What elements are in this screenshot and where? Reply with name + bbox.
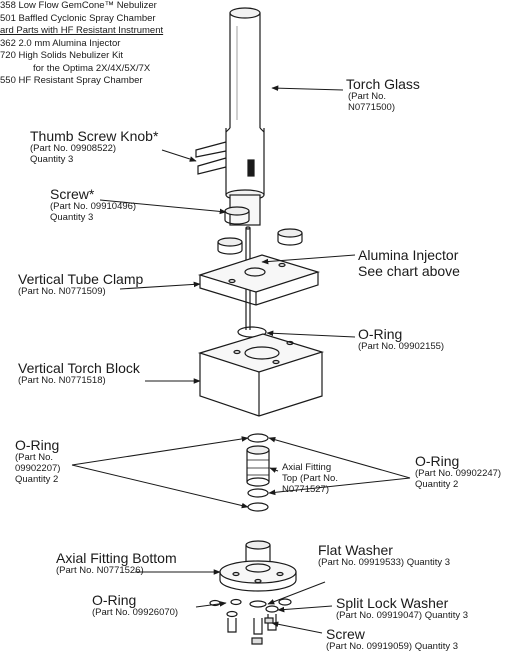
callout-part: (Part No. N0771526): [56, 565, 144, 577]
header-line: 501 Baffled Cyclonic Spray Chamber: [0, 12, 156, 24]
callout-part: (Part No. 09926070): [92, 607, 179, 619]
knobs-on-clamp: [217, 228, 303, 255]
vertical-tube-clamp-callout: Vertical Tube Clamp (Part No. N0771509): [18, 271, 143, 298]
callout-title: Vertical Tube Clamp: [18, 271, 144, 287]
thumb-screw-knob-callout: Thumb Screw Knob* (Part No. 09908522) Qu…: [30, 128, 158, 166]
oring-left-callout: O-Ring (Part No. 09902207) Quantity 2: [15, 437, 60, 486]
callout-title: O-Ring: [15, 437, 60, 453]
callout-part: (Part No. 09910496): [50, 201, 137, 213]
header-line: ard Parts with HF Resistant Instrument: [0, 25, 164, 36]
oring-bottom-callout: O-Ring (Part No. 09926070): [92, 592, 178, 619]
oring-upper-callout: O-Ring (Part No. 09902155): [358, 326, 444, 353]
callout-part: N0771500): [348, 102, 396, 114]
callout-title: O-Ring: [92, 592, 137, 608]
screw-bottom-callout: Screw (Part No. 09919059) Quantity 3: [326, 626, 458, 653]
vertical-torch-block-callout: Vertical Torch Block (Part No. N0771518): [18, 360, 140, 387]
callout-qty: Quantity 2: [15, 473, 59, 485]
callout-qty: Quantity 2: [415, 479, 459, 491]
callout-part: 09902207): [15, 463, 61, 475]
alumina-injector-callout: Alumina Injector See chart above: [358, 247, 460, 279]
oring-2-shape: [247, 488, 269, 498]
callout-title: O-Ring: [415, 453, 460, 469]
callout-part: (Part No. N0771518): [18, 375, 106, 387]
callout-title: Flat Washer: [318, 542, 393, 558]
callout-part: (Part No. N0771509): [18, 286, 106, 298]
callout-qty: Quantity 3: [50, 212, 94, 224]
oring-1-shape: [247, 433, 269, 443]
callout-title: Screw: [326, 626, 365, 642]
header-line: 362 2.0 mm Alumina Injector: [0, 37, 121, 49]
torch-glass-callout: Torch Glass (Part No. N0771500): [346, 76, 420, 114]
callout-part: (Part No. 09902247): [415, 468, 502, 480]
split-lock-washer-callout: Split Lock Washer (Part No. 09919047) Qu…: [336, 595, 468, 622]
callout-title: Axial Fitting Bottom: [56, 550, 177, 566]
callout-title: Alumina Injector: [358, 247, 459, 263]
callout-title: Screw*: [50, 186, 95, 202]
callout-part: (Part No.: [15, 452, 54, 464]
oring-right-callout: O-Ring (Part No. 09902247) Quantity 2: [415, 453, 501, 491]
callout-part: (Part No. 09919059) Quantity 3: [326, 641, 459, 653]
callout-part: (Part No. 09902155): [358, 341, 445, 353]
callout-part: (Part No. 09919533) Quantity 3: [318, 557, 451, 569]
callout-part: (Part No.: [348, 91, 387, 103]
callout-title: Thumb Screw Knob*: [30, 128, 159, 144]
axial-fitting-top-callout: Axial Fitting Top (Part No. N0771527): [282, 462, 338, 496]
callout-title: Torch Glass: [346, 76, 420, 92]
leader-lines: [71, 85, 411, 634]
header-line: for the Optima 2X/4X/5X/7X: [33, 62, 151, 74]
header-line: 720 High Solids Nebulizer Kit: [0, 50, 124, 61]
oring-3-shape: [247, 502, 269, 512]
callout-subtitle: See chart above: [358, 263, 460, 280]
axial-fitting-top: [246, 445, 270, 487]
callout-line: Top (Part No.: [282, 472, 338, 484]
parts-reference-list: 358 Low Flow GemCone™ Nebulizer 501 Baff…: [0, 0, 163, 88]
axial-fitting-bottom-callout: Axial Fitting Bottom (Part No. N0771526): [56, 550, 177, 577]
vertical-torch-block: [197, 333, 325, 417]
header-line: 550 HF Resistant Spray Chamber: [0, 75, 143, 86]
callout-qty: Quantity 3: [30, 154, 74, 166]
callout-part: (Part No. 09919047) Quantity 3: [336, 610, 469, 622]
callout-title: Vertical Torch Block: [18, 360, 140, 376]
torch-glass: [195, 7, 265, 226]
bottom-hardware: [209, 598, 292, 645]
vertical-tube-clamp: [197, 254, 321, 306]
callout-line: Axial Fitting: [282, 462, 332, 473]
flat-washer-callout: Flat Washer (Part No. 09919533) Quantity…: [318, 542, 450, 569]
callout-title: O-Ring: [358, 326, 403, 342]
axial-fitting-bottom: [219, 540, 297, 592]
callout-line: N0771527): [282, 483, 330, 495]
callout-title: Split Lock Washer: [336, 595, 449, 611]
header-line: 358 Low Flow GemCone™ Nebulizer: [0, 0, 157, 11]
callout-part: (Part No. 09908522): [30, 143, 117, 155]
screw-top-callout: Screw* (Part No. 09910496) Quantity 3: [50, 186, 136, 224]
